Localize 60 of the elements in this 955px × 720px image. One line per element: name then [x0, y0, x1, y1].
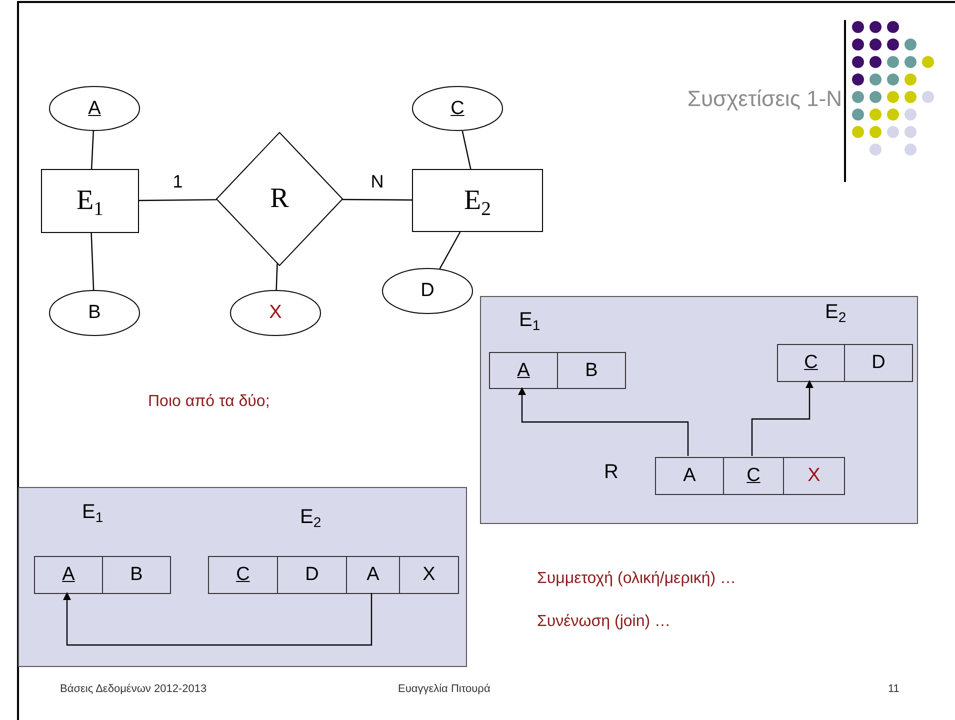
entity-name: R [270, 183, 289, 215]
page-number: 11 [888, 683, 900, 695]
entity-box [412, 169, 543, 232]
arrow [751, 380, 814, 456]
table-cell [723, 457, 784, 495]
table-cell [346, 556, 400, 594]
table-name: R [604, 461, 618, 484]
attribute-name: B [88, 302, 101, 324]
table-name: E$_{2}$ [825, 301, 846, 324]
attribute-name: B [585, 360, 598, 382]
schema-panel [480, 296, 918, 524]
note-text: Συμμετοχή (ολική/μερική) … [537, 570, 736, 588]
table-cell [655, 457, 724, 495]
connector-line [439, 232, 461, 270]
table-cell [489, 352, 558, 389]
footer-text: Βάσεις Δεδομένων 2012-2013 [60, 683, 207, 695]
attribute-name: D [305, 564, 319, 586]
prompt-text: Ποιο από τα δύο; [148, 393, 270, 411]
note-text: Συνένωση (join) … [537, 613, 670, 631]
connector-line [462, 130, 472, 170]
connector-line [90, 130, 94, 170]
table-cell [34, 556, 103, 594]
table-cell [783, 457, 845, 495]
entity-name: E$_{2}$ [464, 184, 491, 216]
key-attribute-name: A [517, 360, 530, 382]
key-attribute-name: A [62, 564, 75, 586]
table-cell [102, 556, 171, 594]
footer-text: Ευαγγελία Πιτουρά [398, 683, 490, 695]
table-cell [777, 344, 845, 382]
table-cell [557, 352, 626, 389]
key-attribute-name: C [804, 352, 818, 374]
slide-title: Συσχετίσεις 1-N [687, 86, 842, 112]
connector-line [276, 264, 278, 290]
attribute-name: X [808, 465, 820, 487]
attribute-name: A [366, 564, 380, 586]
table-name: E$_{2}$ [300, 506, 322, 529]
attribute-name: X [422, 564, 436, 586]
attribute-name: A [683, 465, 696, 487]
schema-panel [18, 487, 467, 667]
entity-name: E$_{1}$ [76, 185, 104, 217]
key-attribute-name: C [450, 98, 464, 120]
arrow [63, 592, 372, 646]
attribute-name: B [130, 564, 143, 586]
attribute-name: D [420, 280, 434, 302]
key-attribute-name: C [236, 564, 250, 586]
connector-line [139, 199, 217, 202]
connector-line [90, 232, 94, 290]
table-cell [277, 556, 347, 594]
entity-box [41, 169, 139, 233]
table-cell [399, 556, 459, 594]
attribute-name: X [269, 302, 282, 324]
key-attribute-name: A [88, 98, 101, 120]
table-name: E$_{1}$ [82, 501, 104, 524]
attribute-name: D [872, 352, 886, 374]
key-attribute-name: C [746, 465, 760, 487]
connector-line [342, 198, 412, 201]
table-cell [208, 556, 278, 594]
table-name: E$_{1}$ [519, 309, 540, 332]
arrow [518, 387, 689, 456]
table-cell [844, 344, 913, 382]
